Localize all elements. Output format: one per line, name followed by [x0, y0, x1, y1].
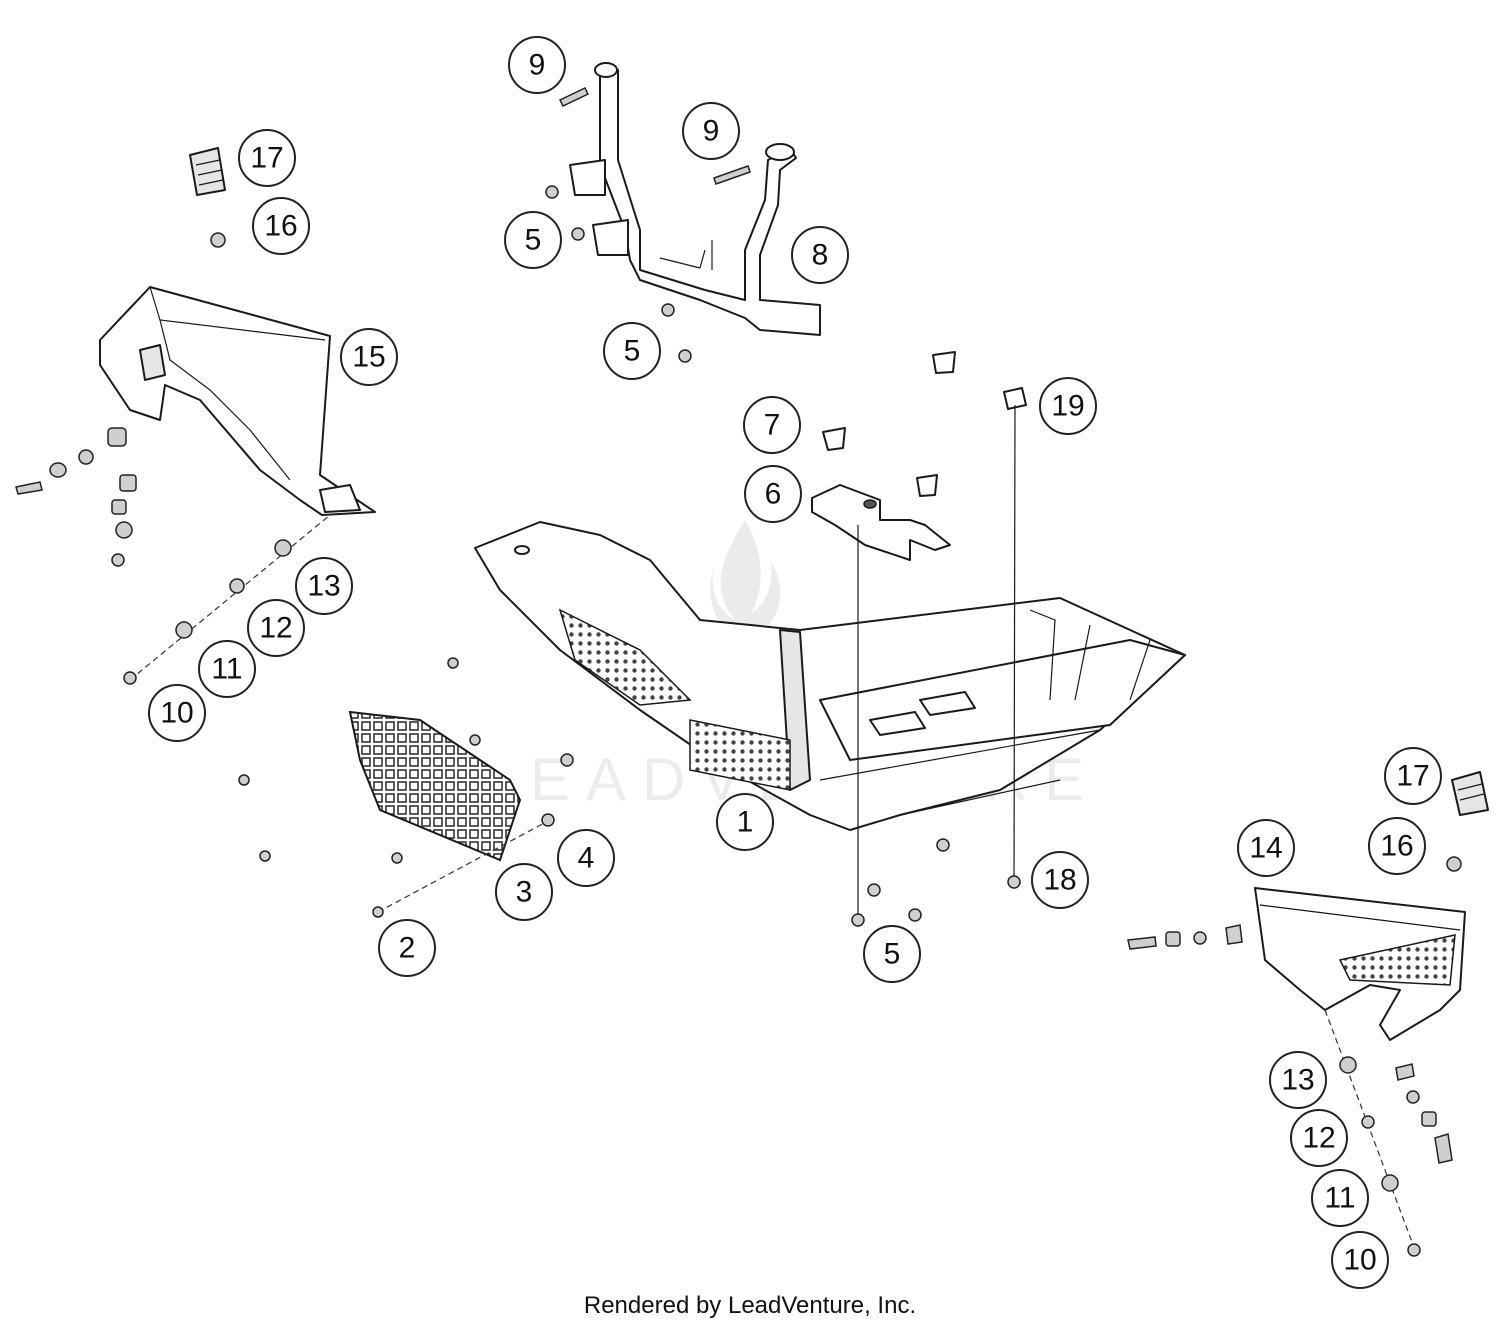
part-15-left-guard	[99, 286, 376, 516]
part-19-leader	[1013, 404, 1016, 881]
right-guard-hardware	[1127, 924, 1453, 1164]
part-17-left-grommet	[189, 147, 226, 196]
callout-10-right[interactable]: 10	[1331, 1231, 1389, 1289]
svg-text:13: 13	[1281, 1064, 1314, 1097]
svg-text:3: 3	[516, 876, 533, 909]
part-2-leader	[377, 819, 551, 913]
svg-text:11: 11	[1324, 1182, 1355, 1215]
left-fastener-stack	[123, 514, 331, 685]
callout-5-bottom[interactable]: 5	[863, 925, 921, 983]
svg-text:6: 6	[765, 478, 782, 511]
left-guard-hardware	[15, 427, 137, 567]
part-14-right-guard	[1254, 887, 1466, 1041]
svg-text:18: 18	[1043, 864, 1076, 897]
callout-12-right[interactable]: 12	[1290, 1109, 1348, 1167]
callout-13-left[interactable]: 13	[295, 557, 353, 615]
rendered-by-footer: Rendered by LeadVenture, Inc.	[583, 1292, 917, 1319]
callout-17-left[interactable]: 17	[238, 129, 296, 187]
callout-4[interactable]: 4	[557, 829, 615, 887]
callout-11-left[interactable]: 11	[198, 640, 256, 698]
callout-16-right[interactable]: 16	[1368, 817, 1426, 875]
callout-7[interactable]: 7	[743, 396, 801, 454]
part-16-right-nut	[1446, 856, 1462, 872]
part-9-bolts	[558, 87, 751, 185]
svg-text:9: 9	[703, 115, 720, 148]
svg-text:2: 2	[399, 932, 416, 965]
part-2-4-fasteners	[238, 657, 574, 918]
svg-text:17: 17	[250, 142, 283, 175]
svg-text:11: 11	[211, 653, 242, 686]
svg-text:14: 14	[1249, 832, 1282, 865]
svg-text:7: 7	[764, 409, 781, 442]
svg-text:5: 5	[624, 335, 641, 368]
part-18-nut	[1007, 875, 1021, 889]
callout-1[interactable]: 1	[716, 793, 774, 851]
part-5-bottom-nuts	[851, 838, 950, 927]
part-6-bracket	[811, 484, 951, 561]
callout-12-left[interactable]: 12	[247, 599, 305, 657]
svg-text:12: 12	[259, 612, 292, 645]
callout-9-a[interactable]: 9	[508, 36, 566, 94]
part-7-rubber-grommets	[822, 351, 956, 497]
part-19-spacer	[1003, 387, 1027, 410]
callout-9-b[interactable]: 9	[682, 102, 740, 160]
svg-text:13: 13	[307, 570, 340, 603]
svg-text:5: 5	[525, 224, 542, 257]
part-5-upper-nuts	[545, 185, 692, 363]
callout-6[interactable]: 6	[744, 465, 802, 523]
callout-5-top[interactable]: 5	[504, 211, 562, 269]
svg-text:12: 12	[1302, 1122, 1335, 1155]
callout-8[interactable]: 8	[791, 226, 849, 284]
svg-text:8: 8	[812, 239, 829, 272]
svg-text:10: 10	[1343, 1244, 1376, 1277]
callout-11-right[interactable]: 11	[1311, 1169, 1369, 1227]
svg-text:9: 9	[529, 49, 546, 82]
part-1-skid-plate	[474, 521, 1186, 831]
callout-13-right[interactable]: 13	[1269, 1051, 1327, 1109]
svg-text:10: 10	[160, 697, 193, 730]
callout-5-mid[interactable]: 5	[603, 322, 661, 380]
svg-text:17: 17	[1396, 760, 1429, 793]
svg-text:19: 19	[1051, 390, 1084, 423]
svg-text:4: 4	[578, 842, 595, 875]
callout-19[interactable]: 19	[1039, 377, 1097, 435]
callout-17-right[interactable]: 17	[1384, 747, 1442, 805]
callout-16-left[interactable]: 16	[252, 197, 310, 255]
svg-text:16: 16	[1380, 830, 1413, 863]
callout-14[interactable]: 14	[1237, 819, 1295, 877]
part-3-mesh-grille	[348, 710, 522, 862]
callout-3[interactable]: 3	[495, 863, 553, 921]
svg-text:16: 16	[264, 210, 297, 243]
right-fastener-stack	[1324, 1009, 1421, 1257]
part-8-stand-bracket	[569, 62, 821, 336]
callout-15[interactable]: 15	[340, 328, 398, 386]
callout-2[interactable]: 2	[378, 919, 436, 977]
svg-text:1: 1	[737, 806, 754, 839]
svg-text:5: 5	[884, 938, 901, 971]
svg-text:15: 15	[352, 341, 385, 374]
part-16-left-nut	[210, 232, 226, 248]
callout-18[interactable]: 18	[1031, 851, 1089, 909]
callout-10-left[interactable]: 10	[148, 684, 206, 742]
part-17-right-grommet	[1451, 771, 1489, 816]
